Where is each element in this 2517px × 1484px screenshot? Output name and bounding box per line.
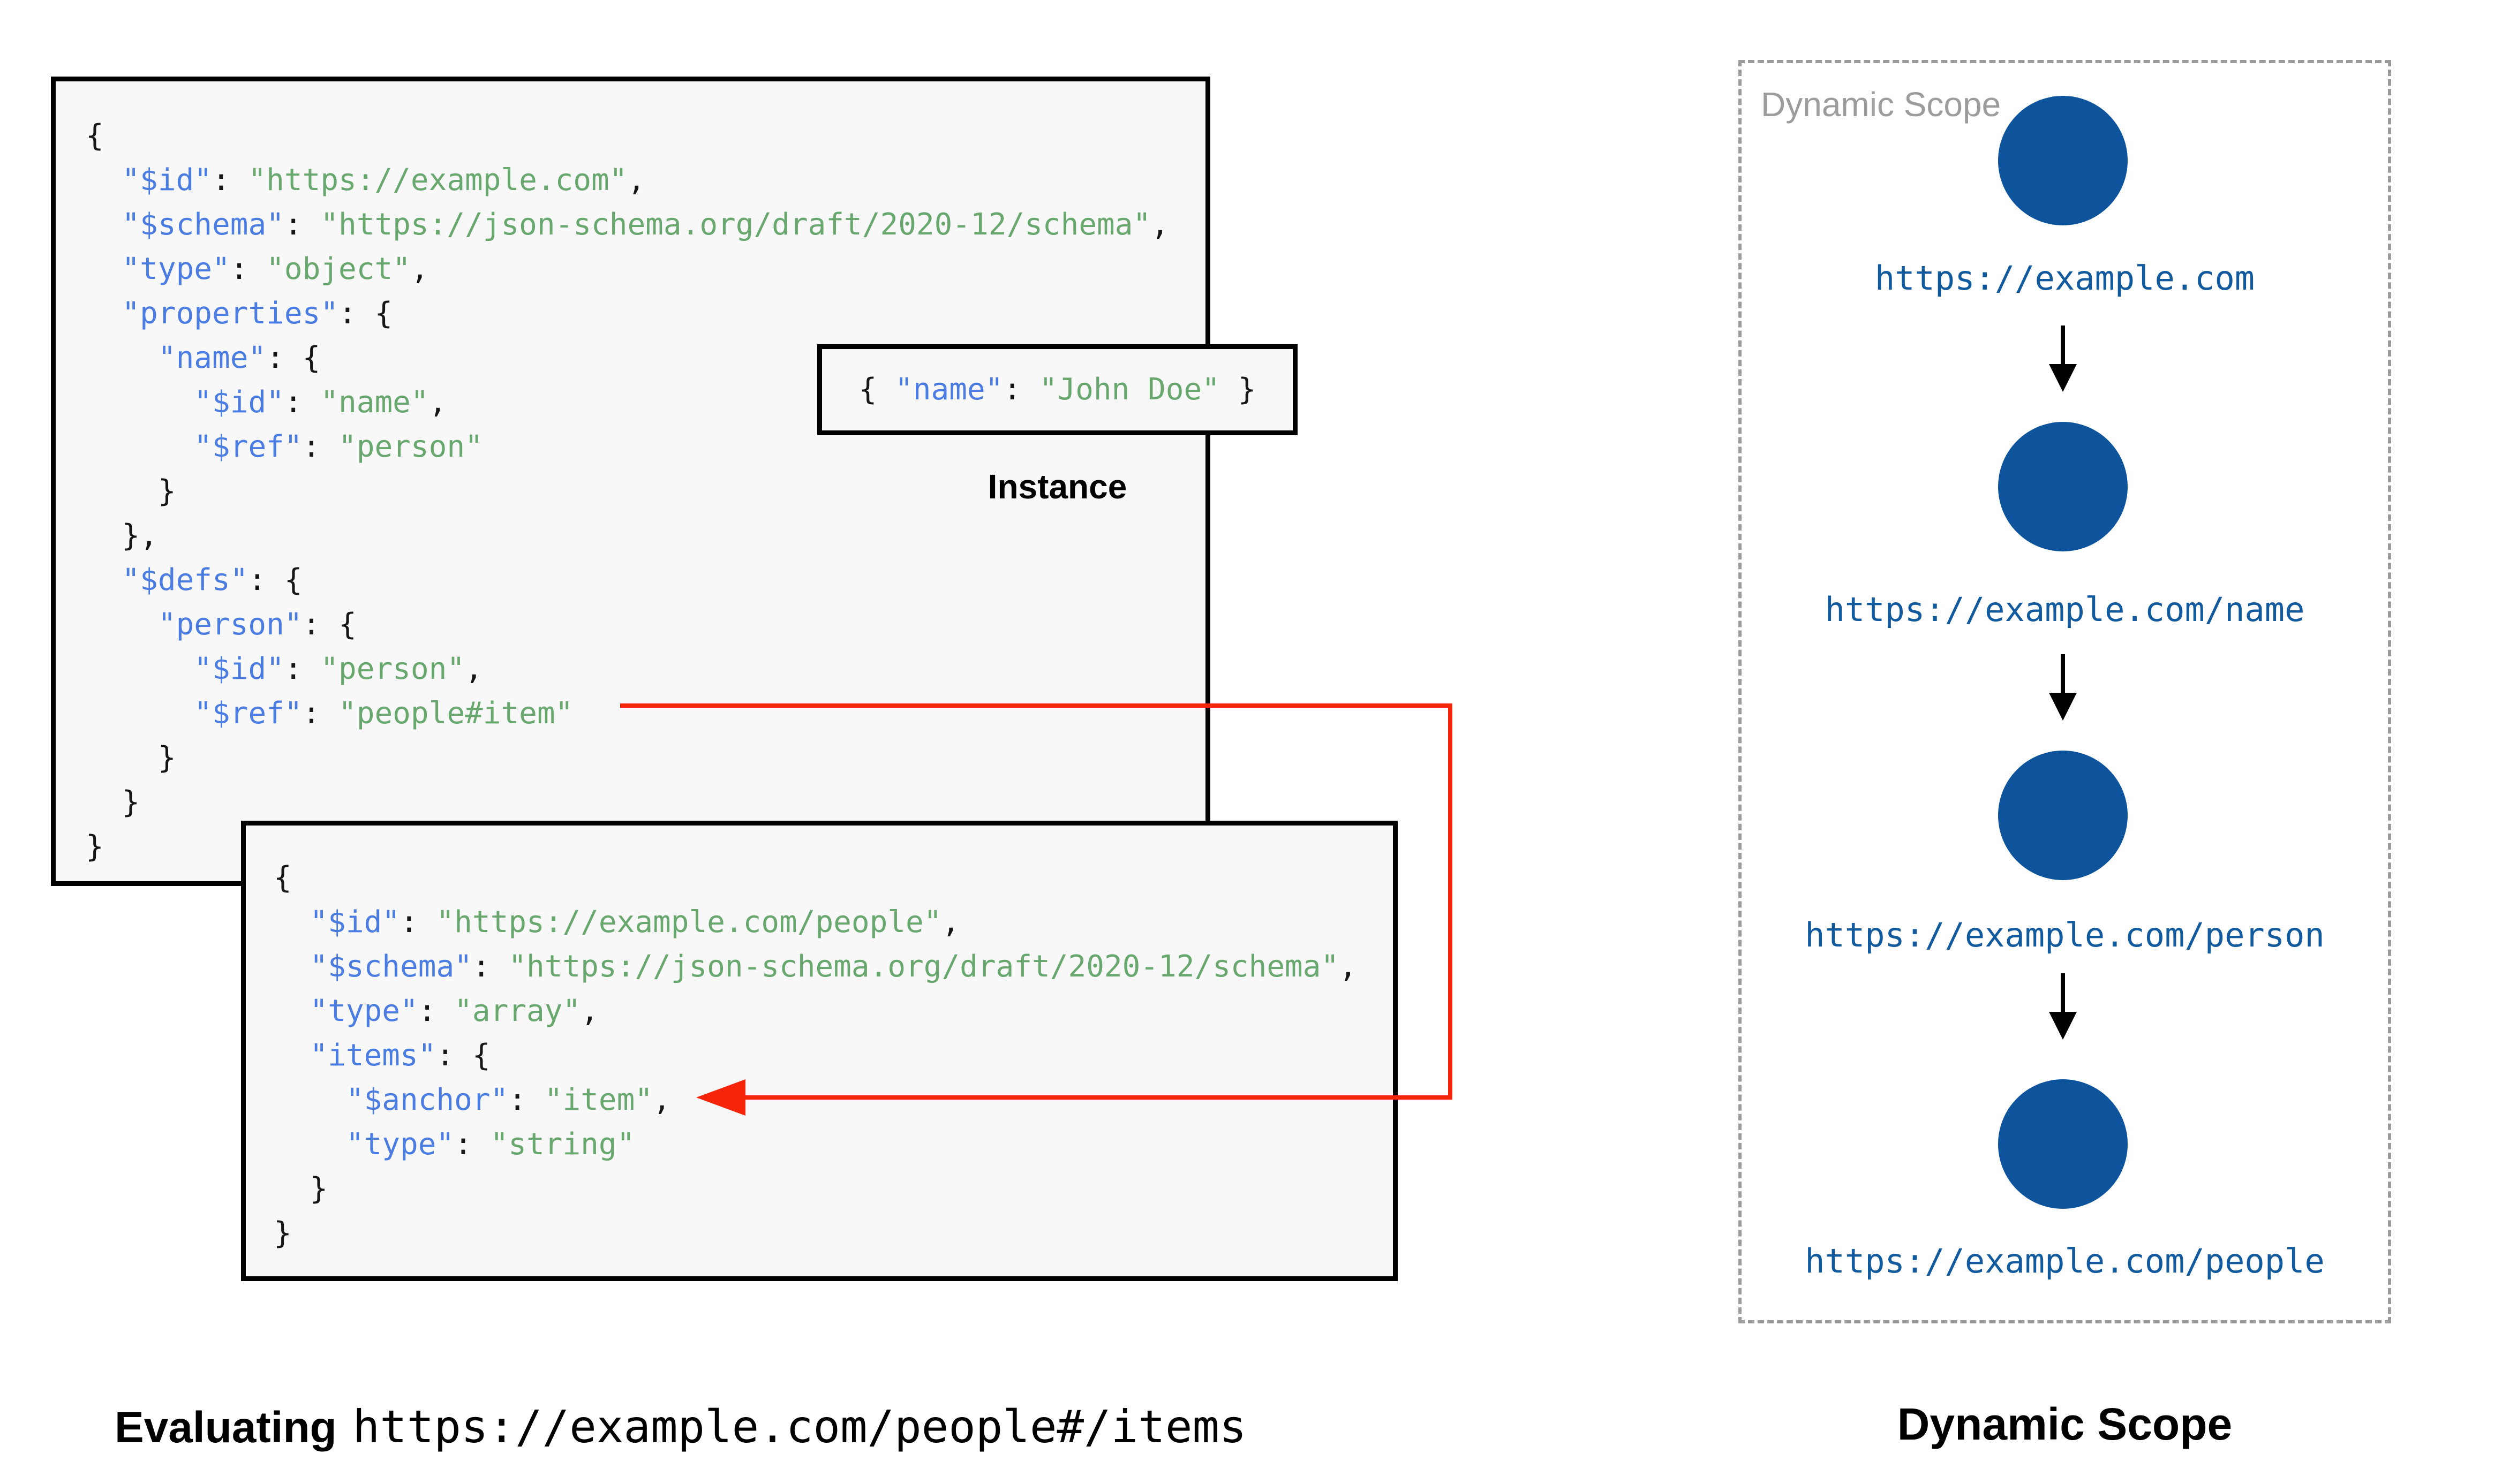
instance-code: { "name": "John Doe" } — [858, 372, 1256, 407]
root-schema-code: { "$id": "https://example.com", "$schema… — [86, 118, 1169, 864]
evaluating-label: Evaluating — [115, 1403, 337, 1452]
down-arrow-icon — [2049, 973, 2077, 1040]
arrow-head — [2049, 1012, 2077, 1040]
evaluating-uri: https://example.com/people#/items — [352, 1400, 1247, 1453]
scope-node-circle-3 — [1998, 751, 2128, 880]
down-arrow-icon — [2049, 654, 2077, 721]
arrow-shaft — [2061, 325, 2065, 365]
arrow-shaft — [2061, 654, 2065, 694]
arrow-head — [2049, 364, 2077, 392]
ref-connector-arrowhead-icon — [696, 1079, 745, 1116]
instance-label: Instance — [988, 467, 1127, 506]
dynamic-scope-caption: Dynamic Scope — [1897, 1399, 2233, 1449]
scope-node-label-1: https://example.com — [1874, 259, 2255, 298]
scope-node-label-2: https://example.com/name — [1825, 590, 2305, 629]
dynamic-scope-watermark: Dynamic Scope — [1761, 85, 2001, 124]
dynamic-scope-box: Dynamic Scope https://example.com https:… — [1738, 60, 2391, 1323]
arrow-head — [2049, 693, 2077, 721]
scope-node-label-4: https://example.com/people — [1805, 1241, 2325, 1281]
people-schema-code: { "$id": "https://example.com/people", "… — [274, 860, 1357, 1251]
arrow-shaft — [2061, 973, 2065, 1013]
scope-node-circle-4 — [1998, 1079, 2128, 1209]
scope-node-circle-1 — [1998, 96, 2128, 225]
down-arrow-icon — [2049, 325, 2077, 392]
ref-connector-vertical-segment — [1448, 703, 1452, 1100]
scope-node-label-3: https://example.com/person — [1805, 915, 2325, 955]
scope-node-circle-2 — [1998, 422, 2128, 551]
evaluating-caption: Evaluating https://example.com/people#/it… — [115, 1400, 1247, 1453]
people-schema-box: { "$id": "https://example.com/people", "… — [241, 821, 1398, 1281]
root-schema-box: { "$id": "https://example.com", "$schema… — [51, 77, 1210, 886]
ref-connector-bottom-segment — [745, 1095, 1452, 1100]
instance-box: { "name": "John Doe" } — [817, 344, 1298, 435]
ref-connector-top-segment — [620, 703, 1452, 708]
